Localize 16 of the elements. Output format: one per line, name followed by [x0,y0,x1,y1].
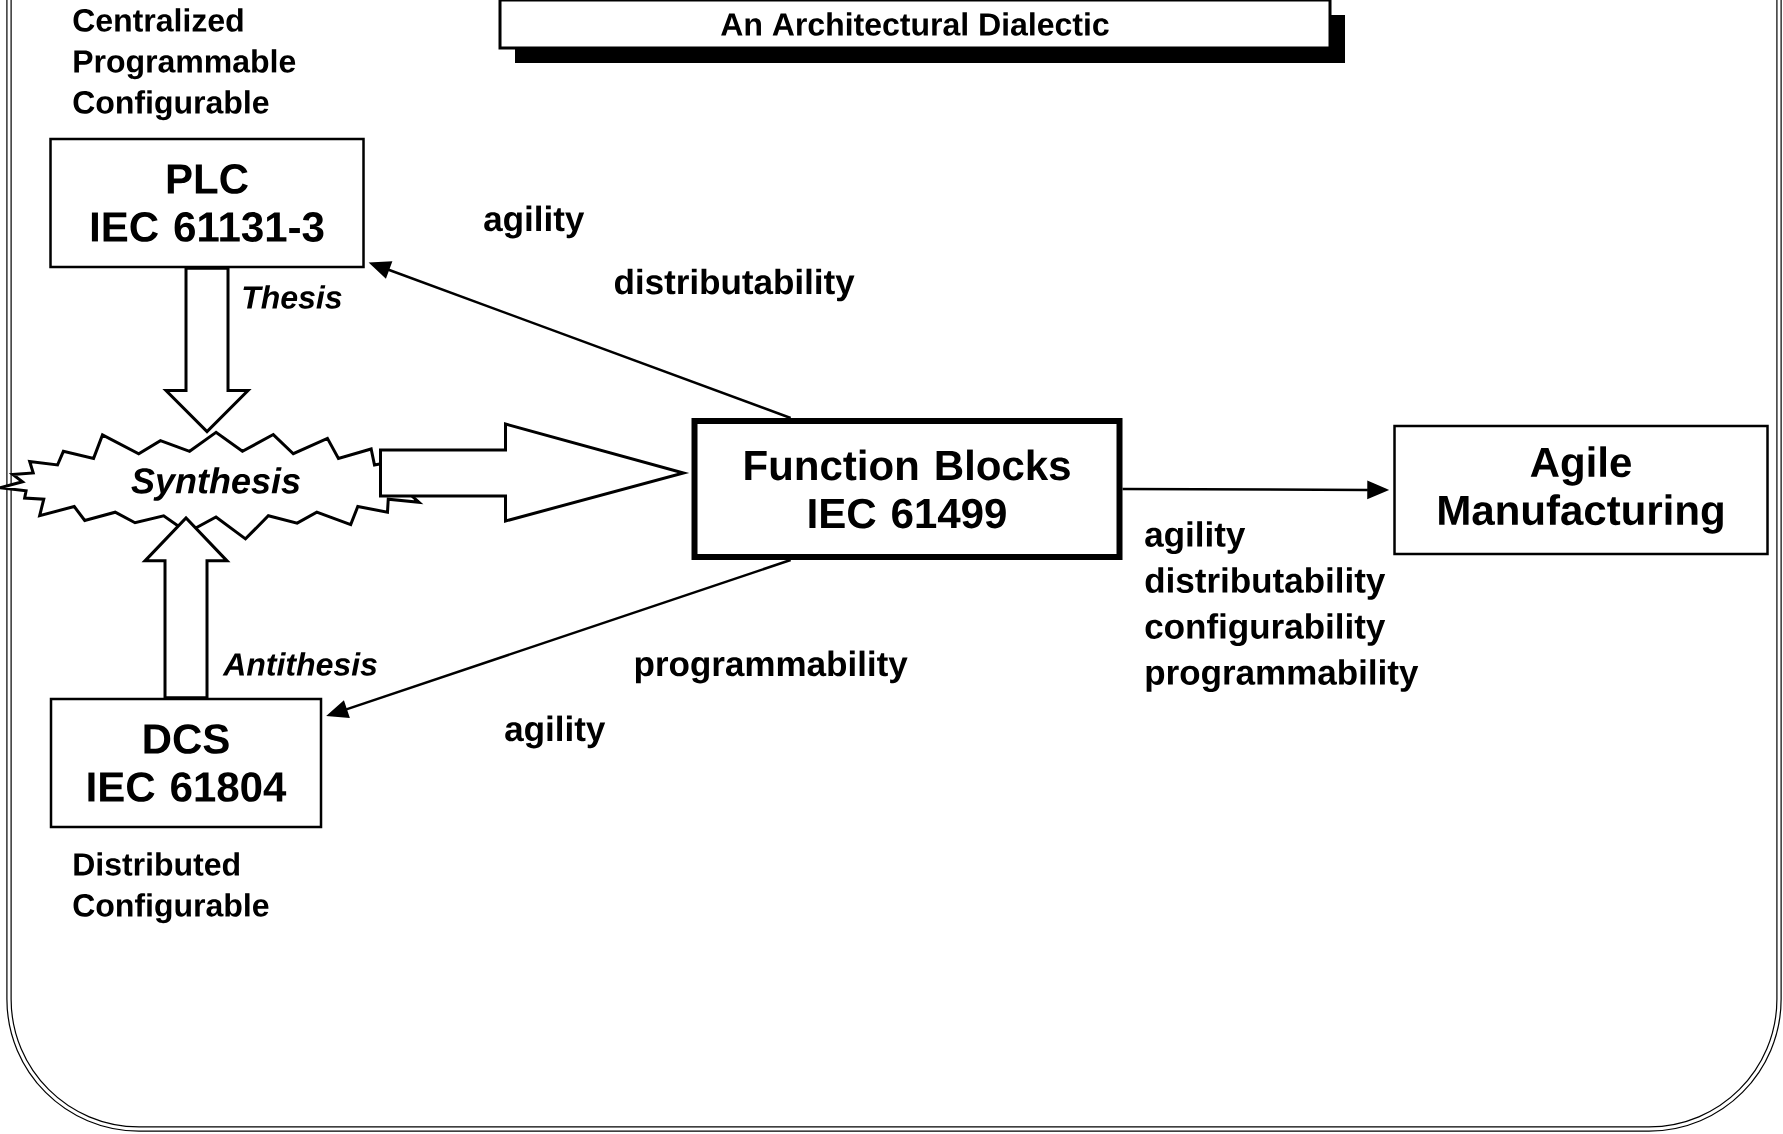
title-box: An Architectural Dialectic [498,0,1345,63]
edge-label: Thesis [243,285,342,309]
block-arrow [162,266,252,434]
process-box: PLC IEC 61131-3 [49,137,365,269]
block-arrow [141,515,231,700]
edge-label: Antithesis [222,652,377,676]
process-box: DCS IEC 61804 [49,697,323,829]
edge-label: agility [505,715,606,749]
block-arrow [379,422,690,523]
process-box: Agile Manufacturing [1393,424,1769,556]
annotation: programmability [635,650,908,684]
annotation: distributability [615,268,855,302]
process-box: Function Blocks IEC 61499 [691,418,1123,560]
node-caption: Centralized Programmable Configurable [73,8,296,121]
node-caption: Distributed Configurable [73,852,269,924]
edge-label: agility [484,205,585,239]
